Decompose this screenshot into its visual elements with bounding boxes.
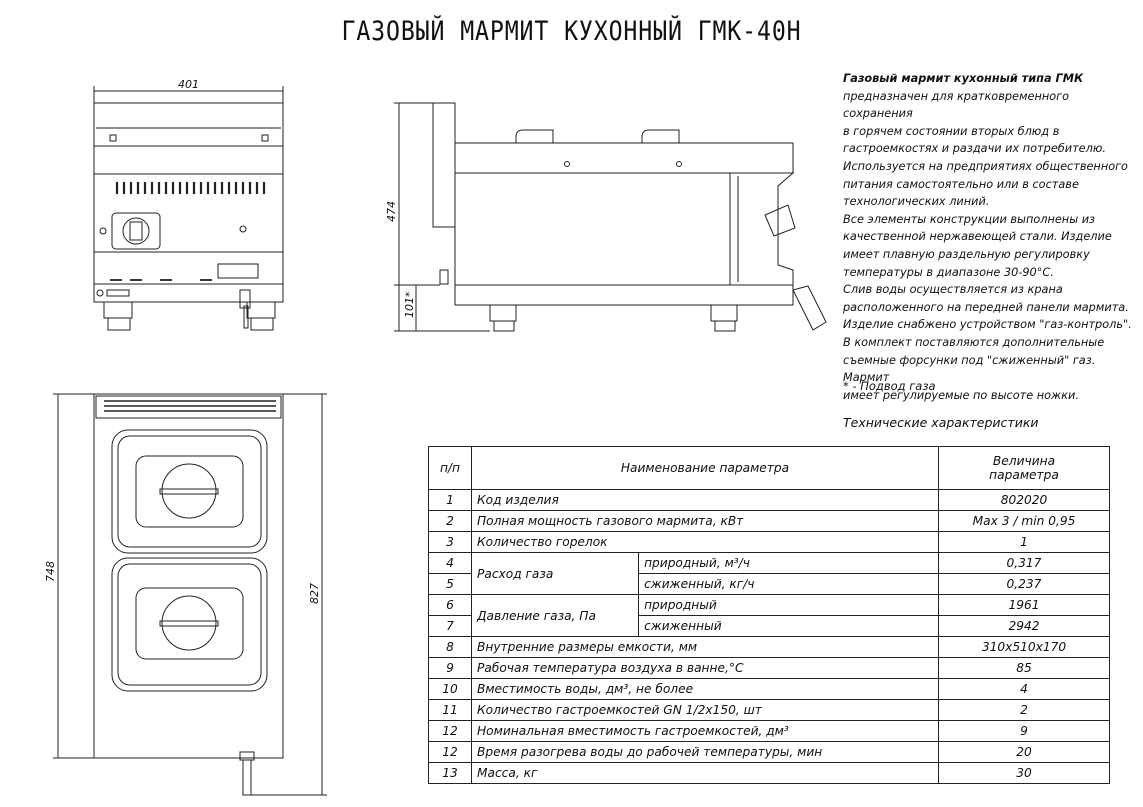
table-row: 4 Расход газа природный, м³/ч 0,317: [428, 552, 1110, 595]
row-subname: природный: [638, 594, 939, 616]
product-description: Газовый мармит кухонный типа ГМК предназ…: [843, 70, 1138, 404]
header-num: п/п: [428, 446, 472, 490]
row-num: 9: [428, 657, 472, 679]
row-name: Код изделия: [471, 489, 939, 511]
table-row: 8 Внутренние размеры емкости, мм 310x510…: [428, 636, 1110, 658]
row-num: 13: [428, 762, 472, 784]
table-row: 1 Код изделия 802020: [428, 489, 1110, 511]
spec-table: п/п Наименование параметра Величина пара…: [428, 446, 1110, 784]
description-line: температуры в диапазоне 30-90°С.: [843, 265, 1054, 279]
description-line: в горячем состоянии вторых блюд в: [843, 124, 1060, 138]
description-line: имеет регулируемые по высоте ножки.: [843, 388, 1079, 402]
header-value: Величина параметра: [938, 446, 1110, 490]
row-num: 11: [428, 699, 472, 721]
table-row: 12 Время разогрева воды до рабочей темпе…: [428, 741, 1110, 763]
row-value: 20: [938, 741, 1110, 763]
row-num: 5: [428, 573, 472, 595]
row-value: 2: [938, 699, 1110, 721]
description-line: расположенного на передней панели мармит…: [843, 300, 1129, 314]
row-value: 30: [938, 762, 1110, 784]
row-value: 802020: [938, 489, 1110, 511]
dim-leg-height: 101*: [403, 291, 416, 318]
table-row: 7 сжиженный 2942: [428, 615, 1110, 637]
header-value-line1: Величина: [992, 454, 1056, 468]
header-name: Наименование параметра: [471, 446, 939, 490]
row-name: Полная мощность газового мармита, кВт: [471, 510, 939, 532]
table-row: 13 Масса, кг 30: [428, 762, 1110, 784]
description-lead: Газовый мармит кухонный типа ГМК: [843, 72, 1084, 85]
row-num: 7: [428, 615, 472, 637]
row-name: Внутренние размеры емкости, мм: [471, 636, 939, 658]
description-line: имеет плавную раздельную регулировку: [843, 247, 1090, 261]
row-name: Количество горелок: [471, 531, 939, 553]
description-line: Слив воды осуществляется из крана: [843, 283, 1063, 297]
row-name: Расход газа: [470, 552, 640, 595]
row-value: 85: [938, 657, 1110, 679]
description-line: предназначен для кратковременного сохран…: [843, 89, 1069, 121]
row-value: 2942: [938, 615, 1110, 637]
row-num: 2: [428, 510, 472, 532]
row-value: 0,317: [938, 552, 1110, 574]
description-line: гастроемкостях и раздачи их потребителю.: [843, 142, 1106, 156]
row-value: 1961: [938, 594, 1110, 616]
table-row: 3 Количество горелок 1: [428, 531, 1110, 553]
table-row: 2 Полная мощность газового мармита, кВт …: [428, 510, 1110, 532]
dim-top-depth: 748: [44, 561, 57, 582]
row-num: 1: [428, 489, 472, 511]
dim-top-total: 827: [308, 583, 321, 604]
tech-specs-heading: Технические характеристики: [843, 415, 1039, 430]
row-name: Масса, кг: [471, 762, 939, 784]
table-row: 6 Давление газа, Па природный 1961: [428, 594, 1110, 637]
row-name: Вместимость воды, дм³, не более: [471, 678, 939, 700]
row-value: 0,237: [938, 573, 1110, 595]
table-row: 5 сжиженный, кг/ч 0,237: [428, 573, 1110, 595]
row-subname: природный, м³/ч: [638, 552, 939, 574]
table-row: 10 Вместимость воды, дм³, не более 4: [428, 678, 1110, 700]
row-name: Рабочая температура воздуха в ванне,°С: [471, 657, 939, 679]
row-subname: сжиженный, кг/ч: [638, 573, 939, 595]
description-line: Все элементы конструкции выполнены из: [843, 212, 1096, 226]
description-line: съемные форсунки под "сжиженный" газ. Ма…: [843, 353, 1096, 385]
description-line: качественной нержавеющей стали. Изделие: [843, 230, 1112, 244]
row-value: 4: [938, 678, 1110, 700]
row-name: Время разогрева воды до рабочей температ…: [471, 741, 939, 763]
row-num: 12: [428, 720, 472, 742]
table-header-row: п/п Наименование параметра Величина пара…: [428, 446, 1110, 490]
description-line: технологических линий.: [843, 195, 990, 209]
dim-front-width: 401: [178, 78, 199, 91]
gas-supply-note: * - Подвод газа: [843, 379, 936, 393]
description-line: Изделие снабжено устройством "газ-контро…: [843, 318, 1132, 332]
row-num: 10: [428, 678, 472, 700]
row-value: 310x510x170: [938, 636, 1110, 658]
row-subname: сжиженный: [638, 615, 939, 637]
table-row: 9 Рабочая температура воздуха в ванне,°С…: [428, 657, 1110, 679]
dim-front-height: 474: [385, 201, 398, 222]
row-value: 1: [938, 531, 1110, 553]
row-name: Количество гастроемкостей GN 1/2x150, шт: [471, 699, 939, 721]
row-name: Номинальная вместимость гастроемкостей, …: [471, 720, 939, 742]
table-row: 11 Количество гастроемкостей GN 1/2x150,…: [428, 699, 1110, 721]
description-line: Используется на предприятиях общественно…: [843, 159, 1128, 173]
row-value: Max 3 / min 0,95: [938, 510, 1110, 532]
header-value-line2: параметра: [989, 468, 1059, 482]
technical-drawing: 401 474 101* 748 827: [44, 78, 827, 796]
description-line: В комплект поставляются дополнительные: [843, 335, 1105, 349]
row-num: 3: [428, 531, 472, 553]
row-num: 4: [428, 552, 472, 574]
table-row: 12 Номинальная вместимость гастроемкосте…: [428, 720, 1110, 742]
page-title: ГАЗОВЫЙ МАРМИТ КУХОННЫЙ ГМК-40Н: [341, 16, 802, 47]
description-line: питания самостоятельно или в составе: [843, 177, 1079, 191]
row-value: 9: [938, 720, 1110, 742]
row-name: Давление газа, Па: [470, 594, 640, 637]
row-num: 8: [428, 636, 472, 658]
row-num: 6: [428, 594, 472, 616]
row-num: 12: [428, 741, 472, 763]
